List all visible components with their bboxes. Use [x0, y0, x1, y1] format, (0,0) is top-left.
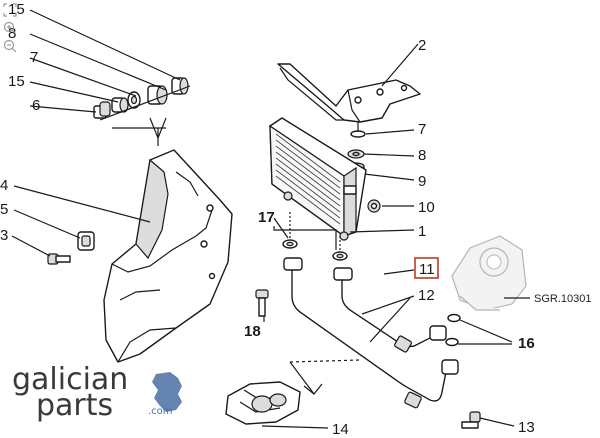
callout-7-right: 7 [418, 121, 426, 138]
part-14-clip [225, 381, 301, 425]
galicia-map-icon [152, 372, 182, 412]
reference-code: SGR.10301 [534, 293, 591, 305]
part-16-seal [445, 313, 461, 347]
callout-16: 16 [518, 335, 535, 352]
callout-12: 12 [418, 287, 435, 304]
zoom-out-icon[interactable] [2, 38, 18, 54]
part-6-fitting [93, 101, 111, 119]
callout-10: 10 [418, 199, 435, 216]
part-11-12-pipes [283, 257, 459, 409]
reference-part-ghost [451, 235, 527, 311]
callout-15-top: 15 [8, 1, 25, 18]
callout-13: 13 [518, 419, 535, 436]
callout-11-highlight [414, 257, 439, 279]
logo-word-parts: parts [36, 388, 114, 423]
callout-3: 3 [0, 227, 8, 244]
callout-7-left: 7 [30, 49, 38, 66]
callout-8-right: 8 [418, 147, 426, 164]
callout-1: 1 [418, 223, 426, 240]
callout-18: 18 [244, 323, 261, 340]
part-1-oil-cooler [269, 117, 367, 241]
callout-4: 4 [0, 177, 8, 194]
part-4-duct [103, 149, 233, 363]
logo-domain-suffix: .com [148, 406, 173, 417]
callout-9: 9 [418, 173, 426, 190]
part-8-nut-right [347, 149, 365, 159]
zoom-in-icon[interactable] [2, 20, 18, 36]
callout-14: 14 [332, 421, 349, 438]
fit-screen-icon[interactable] [2, 2, 18, 18]
viewer-toolbar [2, 2, 20, 54]
part-17-o-ring [282, 239, 348, 261]
logo-word-galician: galician [12, 362, 129, 397]
part-18-bolt [255, 289, 269, 317]
part-13-bolt [461, 411, 481, 429]
callout-8-left: 8 [8, 25, 16, 42]
part-5-clip [77, 231, 95, 251]
callout-15-lower: 15 [8, 73, 25, 90]
part-2-bracket [277, 63, 421, 123]
callout-5: 5 [0, 201, 8, 218]
part-7-washer-right [350, 122, 366, 138]
part-10-nut [367, 199, 381, 213]
callout-2: 2 [418, 37, 426, 54]
callout-6: 6 [32, 97, 40, 114]
part-7-ring-left [127, 91, 141, 109]
fitting-stack [93, 77, 191, 121]
callout-17: 17 [258, 209, 275, 226]
galicianparts-logo: galician parts .com [8, 362, 208, 424]
part-3-screw [47, 253, 71, 265]
callout-11: 11 [419, 261, 435, 278]
